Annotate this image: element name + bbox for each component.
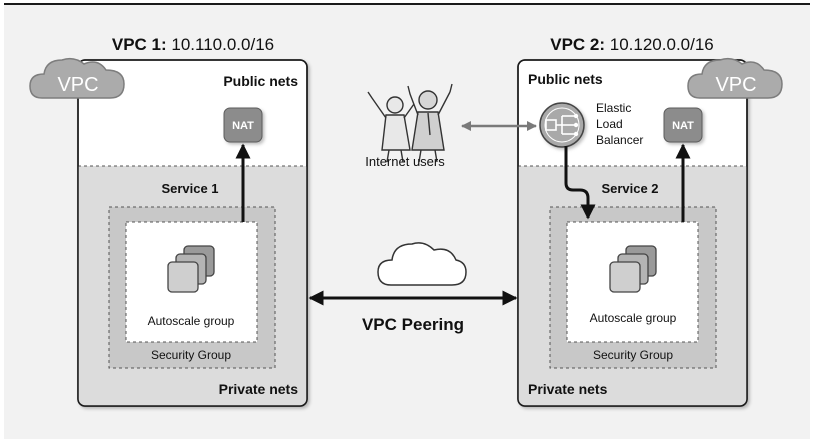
- vpc1-service-label: Service 1: [161, 181, 218, 196]
- vpc1-title: VPC 1: 10.110.0.0/16: [112, 35, 274, 54]
- elb-to-service-arrow: [564, 146, 596, 220]
- vpc1-instances-icon: [167, 245, 215, 293]
- internet-users-label: Internet users: [365, 154, 445, 169]
- vpc2-instances-icon: [609, 245, 657, 293]
- vpc2-public-nets-label: Public nets: [528, 71, 603, 87]
- vpc-peering-label: VPC Peering: [362, 315, 464, 334]
- elb-label-line3: Balancer: [596, 133, 643, 147]
- elb-label-line1: Elastic: [596, 101, 631, 115]
- vpc2-private-nets-label: Private nets: [528, 381, 608, 397]
- vpc2-autoscale-label: Autoscale group: [590, 311, 677, 325]
- internet-users-icon: [367, 83, 453, 163]
- vpc1-security-group-label: Security Group: [151, 348, 231, 362]
- elb-label-line2: Load: [596, 117, 623, 131]
- elastic-load-balancer-icon: [539, 102, 585, 148]
- vpc1-public-nets-label: Public nets: [223, 73, 298, 89]
- vpc2-service-label: Service 2: [601, 181, 658, 196]
- vpc2-title: VPC 2: 10.120.0.0/16: [550, 35, 714, 54]
- vpc1-cloud-label: VPC: [57, 74, 98, 96]
- vpc1-private-nets-label: Private nets: [219, 381, 299, 397]
- vpc2-cloud-icon: VPC: [687, 57, 783, 99]
- vpc2-cloud-label: VPC: [715, 74, 756, 96]
- vpc2-security-group-label: Security Group: [593, 348, 673, 362]
- vpc1-nat-box: [223, 107, 263, 143]
- vpc1-nat: NAT: [223, 107, 263, 143]
- vpc2-nat-box: [663, 107, 703, 143]
- vpc2-nat-label: NAT: [672, 120, 694, 132]
- vpc1-nat-label: NAT: [232, 120, 254, 132]
- vpc1-autoscale-label: Autoscale group: [148, 314, 235, 328]
- peering-cloud-icon: [377, 242, 467, 286]
- vpc2-nat: NAT: [663, 107, 703, 143]
- vpc1-cloud-icon: VPC: [29, 57, 125, 99]
